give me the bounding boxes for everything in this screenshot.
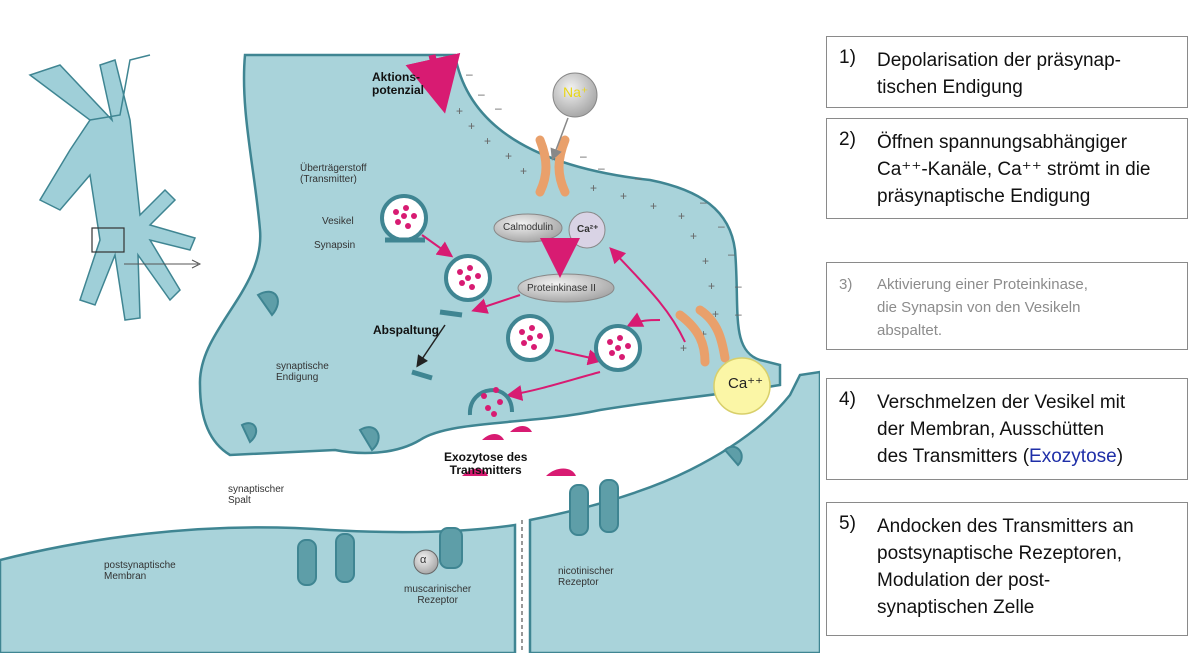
- label-uebertraegerstoff: Überträgerstoff (Transmitter): [300, 163, 367, 185]
- label-synaptischer-spalt: synaptischer Spalt: [228, 484, 285, 506]
- label-muscarinischer-rezeptor: muscarinischer Rezeptor: [404, 584, 472, 606]
- vesicle: [380, 194, 428, 243]
- label-aktionspotenzial: Aktions- potenzial: [372, 70, 425, 97]
- step-number: 4): [839, 389, 856, 410]
- label-calmodulin: Calmodulin: [503, 222, 554, 233]
- synapse-diagram: ––– ––– ––– –– +++ +++ +++ +++ +++: [0, 52, 822, 655]
- step-box-5: 5) Andocken des Transmitters an postsyna…: [826, 502, 1188, 636]
- label-postsynaptische-membran: postsynaptische Membran: [104, 560, 176, 582]
- step-number: 2): [839, 129, 856, 150]
- vesicle: [594, 324, 642, 372]
- step-text-highlight: Exozytose: [1029, 446, 1117, 467]
- svg-text:+: +: [456, 104, 463, 118]
- svg-text:–: –: [466, 67, 473, 81]
- svg-text:–: –: [735, 307, 742, 321]
- svg-text:–: –: [728, 247, 735, 261]
- svg-text:+: +: [680, 341, 687, 355]
- step-text-end: ): [1116, 446, 1124, 467]
- svg-text:+: +: [620, 189, 627, 203]
- fusing-vesicle: [467, 387, 514, 417]
- label-alpha: α: [420, 554, 427, 566]
- step-text-main: Verschmelzen der Vesikel mit der Membran…: [877, 392, 1126, 467]
- svg-text:+: +: [484, 134, 491, 148]
- vesicles: [380, 194, 642, 417]
- svg-text:–: –: [478, 87, 485, 101]
- svg-text:+: +: [712, 307, 719, 321]
- label-ca2: Ca²⁺: [577, 224, 599, 235]
- membrane-charges: ––– ––– ––– –– +++ +++ +++ +++ +++: [456, 67, 742, 355]
- svg-text:–: –: [495, 101, 502, 115]
- svg-text:+: +: [708, 279, 715, 293]
- svg-text:–: –: [635, 171, 642, 185]
- step-text: Verschmelzen der Vesikel mit der Membran…: [877, 389, 1179, 470]
- svg-text:+: +: [690, 229, 697, 243]
- step-text: Öffnen spannungsabhängiger Ca⁺⁺-Kanäle, …: [877, 132, 1151, 207]
- synapse-illustration: ––– ––– ––– –– +++ +++ +++ +++ +++: [0, 52, 822, 655]
- step-text: Depolarisation der präsynap- tischen End…: [877, 50, 1121, 98]
- label-nicotinischer-rezeptor: nicotinischer Rezeptor: [558, 566, 614, 588]
- step-box-1: 1) Depolarisation der präsynap- tischen …: [826, 36, 1188, 108]
- vesicle: [444, 254, 492, 302]
- na-channel: [535, 117, 570, 197]
- label-na: Na⁺: [563, 84, 589, 100]
- step-text: Aktivierung einer Proteinkinase, die Syn…: [877, 276, 1088, 339]
- label-vesikel: Vesikel: [322, 216, 354, 227]
- postsynaptic-cell-left: [0, 523, 517, 655]
- calmodulin: [493, 213, 563, 243]
- presynaptic-terminal: [198, 53, 782, 457]
- label-abspaltung: Abspaltung: [373, 323, 439, 337]
- svg-text:–: –: [735, 279, 742, 293]
- step-text: Andocken des Transmitters an postsynapti…: [877, 516, 1134, 618]
- label-ca-ion: Ca⁺⁺: [728, 375, 764, 392]
- label-proteinkinase: Proteinkinase II: [527, 283, 596, 294]
- receptors: [240, 290, 743, 586]
- step-box-3: 3) Aktivierung einer Proteinkinase, die …: [826, 262, 1188, 350]
- svg-text:+: +: [678, 209, 685, 223]
- svg-text:+: +: [590, 181, 597, 195]
- step-number: 5): [839, 513, 856, 534]
- na-ion: [552, 72, 598, 118]
- svg-text:+: +: [520, 164, 527, 178]
- flow-arrows: [421, 234, 686, 401]
- svg-text:–: –: [580, 149, 587, 163]
- step-box-4: 4) Verschmelzen der Vesikel mit der Memb…: [826, 378, 1188, 480]
- svg-text:+: +: [700, 327, 707, 341]
- svg-text:+: +: [468, 119, 475, 133]
- svg-text:–: –: [598, 161, 605, 175]
- ca-channel: [675, 305, 730, 367]
- svg-text:–: –: [700, 195, 707, 209]
- step-number: 3): [839, 276, 853, 293]
- ca-ion: [713, 357, 771, 415]
- label-synaptische-endigung: synaptische Endigung: [276, 361, 329, 383]
- svg-text:–: –: [718, 219, 725, 233]
- svg-text:+: +: [505, 149, 512, 163]
- step-number: 1): [839, 47, 856, 68]
- neuron-overview-icon: [28, 54, 202, 321]
- label-exozytose: Exozytose des Transmitters: [444, 450, 528, 477]
- svg-text:+: +: [702, 254, 709, 268]
- svg-text:+: +: [650, 199, 657, 213]
- released-transmitters: [462, 426, 576, 476]
- label-synapsin: Synapsin: [314, 240, 356, 251]
- vesicle: [506, 314, 554, 362]
- step-box-2: 2) Öffnen spannungsabhängiger Ca⁺⁺-Kanäl…: [826, 118, 1188, 219]
